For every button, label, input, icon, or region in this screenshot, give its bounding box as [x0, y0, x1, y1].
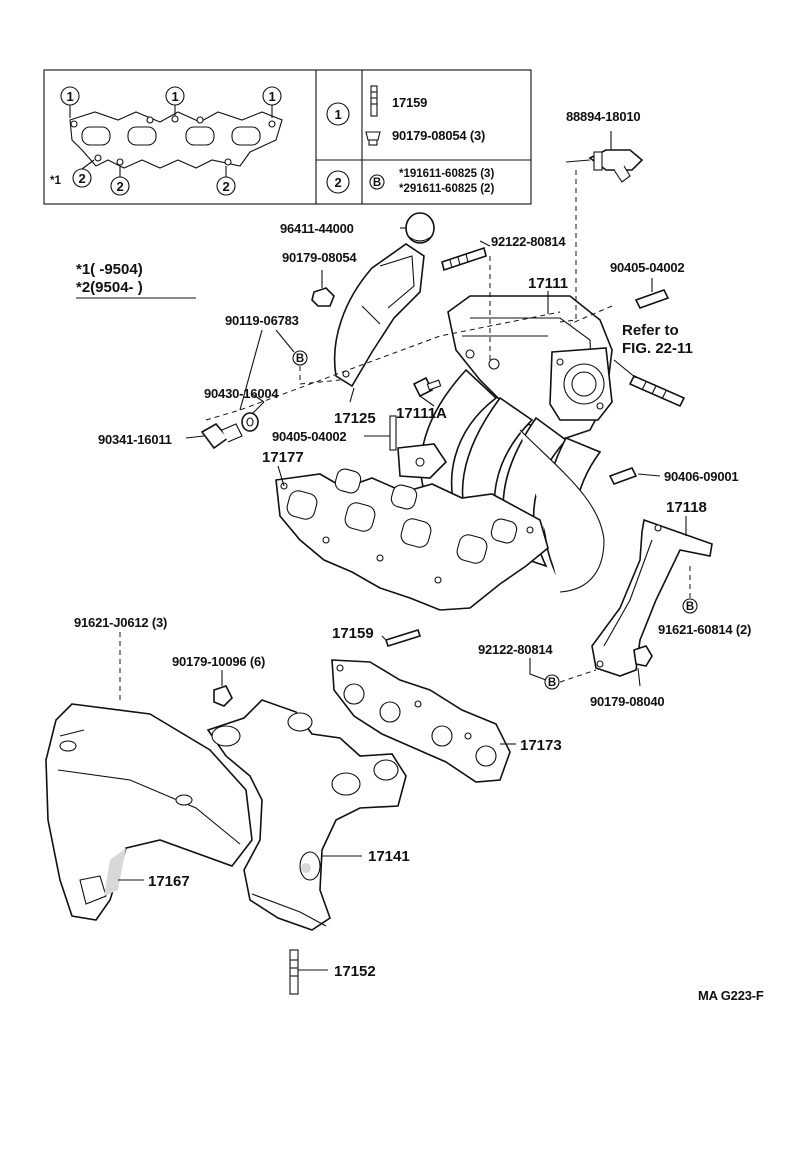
- svg-text:B: B: [296, 353, 304, 365]
- footnotes: *1( -9504) *2(9504- ): [76, 261, 196, 299]
- stud-17152: [289, 949, 299, 995]
- label-90430: 90430-16004: [204, 386, 279, 401]
- gasket-marker-2b: 2: [110, 176, 130, 196]
- heat-insulator-17167: [45, 703, 253, 921]
- gasket-marker-1b: 1: [165, 86, 185, 106]
- label-17118: 17118: [666, 499, 707, 516]
- leader-lines: [118, 131, 691, 971]
- star1-marker: *1: [50, 175, 61, 187]
- label-17111: 17111: [528, 275, 568, 292]
- stud-90405-b: [389, 415, 397, 451]
- stud-icon: [370, 85, 378, 117]
- svg-text:1: 1: [268, 89, 275, 104]
- legend-191611: *191611-60825 (3): [399, 168, 494, 180]
- legend-box: 1 1 1 2 2 2 *1 1: [43, 69, 532, 205]
- gasket-marker-1a: 1: [60, 86, 80, 106]
- svg-text:2: 2: [222, 179, 229, 194]
- label-91621-b: 91621-60814 (2): [658, 622, 751, 637]
- nut-90179-b: [213, 685, 233, 707]
- label-90341: 90341-16011: [98, 432, 172, 447]
- label-88894: 88894-18010: [566, 109, 640, 124]
- legend-17159: 17159: [392, 95, 427, 110]
- label-96411: 96411-44000: [280, 221, 354, 236]
- gasket-illustration: [69, 111, 283, 169]
- nut-icon: [365, 131, 381, 146]
- vsv-88894: [588, 149, 644, 183]
- label-90405-b: 90405-04002: [272, 429, 346, 444]
- intake-gasket-17177: [275, 468, 549, 611]
- legend-291611: *291611-60825 (2): [399, 183, 494, 195]
- bolt-90119-b-icon: B: [292, 350, 308, 366]
- label-refer-2: FIG. 22-11: [622, 340, 693, 357]
- stud-90405-a: [634, 289, 670, 309]
- nut-90179-a: [311, 287, 335, 307]
- label-17177: 17177: [262, 449, 304, 466]
- stud-17159: [384, 629, 422, 647]
- svg-text:B: B: [686, 601, 694, 613]
- svg-text:1: 1: [171, 89, 178, 104]
- stud-90406: [608, 467, 638, 485]
- gasket-marker-2a: 2: [72, 168, 92, 188]
- bolt-91621-b-icon: B: [682, 598, 698, 614]
- svg-text:2: 2: [78, 171, 85, 186]
- svg-text:B: B: [373, 177, 381, 189]
- bracket-17118: [591, 518, 713, 677]
- bolt-b-badge-icon: B: [369, 174, 385, 190]
- label-17152: 17152: [334, 963, 376, 980]
- label-92122-a: 92122-80814: [491, 234, 566, 249]
- svg-text:1: 1: [334, 107, 341, 122]
- label-17159: 17159: [332, 625, 374, 642]
- label-17111a: 17111A: [396, 405, 447, 422]
- stud-throttle: [628, 374, 686, 408]
- footnote-1: *1( -9504): [76, 261, 143, 278]
- washer-90430: [241, 412, 259, 432]
- bracket-17125: [333, 243, 425, 388]
- label-90405-a: 90405-04002: [610, 260, 684, 275]
- label-17167: 17167: [148, 873, 190, 890]
- bolt-17111a: [412, 376, 442, 398]
- label-92122-b: 92122-80814: [478, 642, 553, 657]
- exhaust-manifold-17141: [206, 699, 407, 931]
- part-labels: 88894-18010 96411-44000 92122-80814 9017…: [74, 109, 764, 1003]
- label-90406: 90406-09001: [664, 469, 738, 484]
- cap-96411: [405, 212, 435, 244]
- label-17173: 17173: [520, 737, 562, 754]
- figure-code: MA G223-F: [698, 988, 764, 1003]
- label-90179-b: 90179-10096 (6): [172, 654, 265, 669]
- label-90179-c: 90179-08040: [590, 694, 664, 709]
- label-90179-a: 90179-08054: [282, 250, 357, 265]
- gasket-marker-1c: 1: [262, 86, 282, 106]
- svg-text:B: B: [548, 677, 556, 689]
- row2-circle: 2: [326, 170, 350, 194]
- bolt-92122-b-icon: B: [544, 674, 560, 690]
- label-90119: 90119-06783: [225, 313, 299, 328]
- gasket-marker-2c: 2: [216, 176, 236, 196]
- label-91621-a: 91621-J0612 (3): [74, 615, 167, 630]
- label-17125: 17125: [334, 410, 376, 427]
- nut-90179-c: [633, 645, 653, 667]
- label-17141: 17141: [368, 848, 410, 865]
- row1-circle: 1: [326, 102, 350, 126]
- plug-90341: [200, 422, 243, 450]
- stud-92122-a: [441, 246, 487, 272]
- footnote-2: *2(9504- ): [76, 279, 143, 296]
- svg-text:2: 2: [116, 179, 123, 194]
- svg-text:1: 1: [66, 89, 73, 104]
- exhaust-gasket-17173: [331, 659, 511, 783]
- label-refer-1: Refer to: [622, 322, 679, 339]
- svg-text:2: 2: [334, 175, 341, 190]
- legend-90179-08054: 90179-08054 (3): [392, 128, 485, 143]
